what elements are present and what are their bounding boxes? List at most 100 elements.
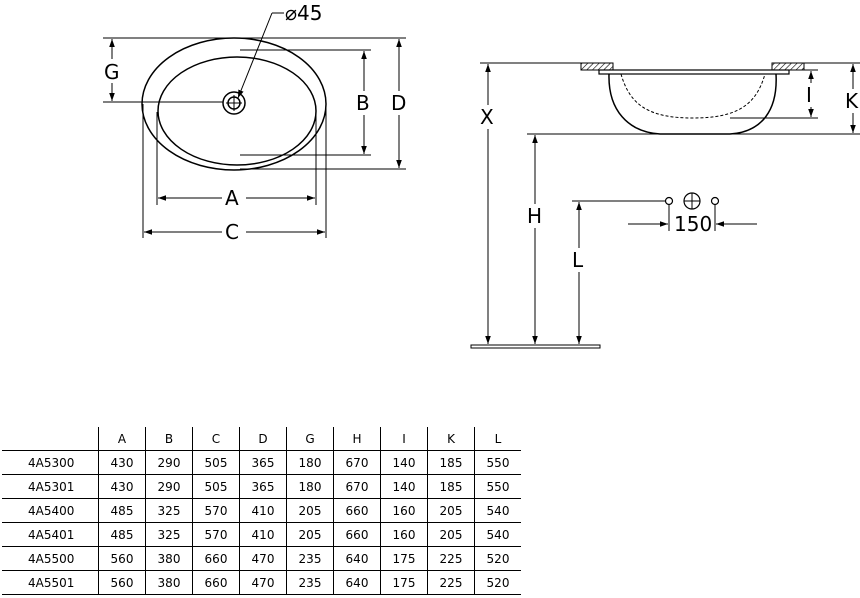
countertop-left xyxy=(580,62,614,71)
table-cell: 670 xyxy=(333,474,381,499)
table-cell: 505 xyxy=(192,450,240,475)
column-header-h: H xyxy=(333,427,381,451)
column-header-model xyxy=(2,427,99,451)
table-cell: 225 xyxy=(427,546,475,571)
spacing-label-bg xyxy=(672,212,712,236)
l-label: L xyxy=(572,248,584,272)
table-cell: 160 xyxy=(380,522,428,547)
table-cell: 485 xyxy=(98,522,146,547)
column-header-l: L xyxy=(474,427,521,451)
h-label-bg xyxy=(525,204,545,228)
table-cell: 520 xyxy=(474,570,521,595)
table-cell: 365 xyxy=(239,474,287,499)
l-label-bg xyxy=(569,248,589,272)
table-cell: 550 xyxy=(474,450,521,475)
technical-drawing: ⌀45 G B D A C xyxy=(102,1,860,349)
table-cell: 380 xyxy=(145,570,193,595)
side-view-labels: X H L I K 150 xyxy=(478,83,860,272)
table-row: 4A5401 485 325 570 410 205 660 160 205 5… xyxy=(2,522,521,547)
floor-line xyxy=(470,344,601,349)
table-cell: 430 xyxy=(98,450,146,475)
spacing-label: 150 xyxy=(674,212,712,236)
countertop-right xyxy=(771,62,805,71)
table-cell: 180 xyxy=(286,450,334,475)
table-row: 4A5400 485 325 570 410 205 660 160 205 5… xyxy=(2,498,521,523)
k-label-bg xyxy=(843,89,860,113)
model-cell: 4A5301 xyxy=(2,474,99,499)
top-view xyxy=(141,37,327,171)
column-header-a: A xyxy=(98,427,146,451)
i-label-bg xyxy=(802,83,820,107)
table-cell: 325 xyxy=(145,498,193,523)
table-cell: 205 xyxy=(427,522,475,547)
table-cell: 380 xyxy=(145,546,193,571)
d-label: D xyxy=(391,91,406,115)
c-label: C xyxy=(225,220,239,244)
table-cell: 410 xyxy=(239,498,287,523)
table-cell: 325 xyxy=(145,522,193,547)
table-cell: 160 xyxy=(380,498,428,523)
column-header-k: K xyxy=(427,427,475,451)
side-view xyxy=(470,62,805,349)
table-cell: 365 xyxy=(239,450,287,475)
table-cell: 540 xyxy=(474,498,521,523)
table-cell: 410 xyxy=(239,522,287,547)
table-cell: 205 xyxy=(286,498,334,523)
basin-bowl-hidden xyxy=(620,73,766,119)
column-header-b: B xyxy=(145,427,193,451)
diameter-label: ⌀45 xyxy=(285,1,323,25)
model-cell: 4A5401 xyxy=(2,522,99,547)
g-label-bg xyxy=(102,59,122,83)
h-label: H xyxy=(527,204,542,228)
table-header-row: A B C D G H I K L xyxy=(2,427,521,451)
c-label-bg xyxy=(222,220,246,244)
b-label-bg xyxy=(354,91,374,115)
table-cell: 430 xyxy=(98,474,146,499)
table-row: 4A5301 430 290 505 365 180 670 140 185 5… xyxy=(2,474,521,499)
b-label: B xyxy=(356,91,370,115)
basin-inner-bowl xyxy=(157,56,317,166)
table-cell: 175 xyxy=(380,546,428,571)
table-cell: 550 xyxy=(474,474,521,499)
model-cell: 4A5400 xyxy=(2,498,99,523)
table-cell: 640 xyxy=(333,546,381,571)
table-cell: 570 xyxy=(192,522,240,547)
table-cell: 290 xyxy=(145,474,193,499)
diameter-leader xyxy=(237,12,273,99)
model-cell: 4A5500 xyxy=(2,546,99,571)
i-label: I xyxy=(806,83,812,107)
tap-hole-right-icon xyxy=(710,196,720,206)
table-cell: 560 xyxy=(98,546,146,571)
table-cell: 205 xyxy=(427,498,475,523)
table-cell: 540 xyxy=(474,522,521,547)
a-label-bg xyxy=(222,186,246,210)
table-cell: 560 xyxy=(98,570,146,595)
x-label: X xyxy=(480,105,494,129)
dimension-table: A B C D G H I K L 4A5300 430 290 505 365… xyxy=(2,427,521,595)
k-label: K xyxy=(845,89,859,113)
table-cell: 470 xyxy=(239,546,287,571)
table-cell: 235 xyxy=(286,570,334,595)
table-row: 4A5501 560 380 660 470 235 640 175 225 5… xyxy=(2,570,521,595)
table-cell: 140 xyxy=(380,450,428,475)
top-view-dimensions xyxy=(103,12,406,238)
table-cell: 660 xyxy=(192,546,240,571)
basin-rim xyxy=(598,69,790,75)
table-cell: 660 xyxy=(333,498,381,523)
table-cell: 485 xyxy=(98,498,146,523)
column-header-i: I xyxy=(380,427,428,451)
table-cell: 470 xyxy=(239,570,287,595)
basin-bowl xyxy=(608,73,777,135)
table-cell: 640 xyxy=(333,570,381,595)
table-cell: 520 xyxy=(474,546,521,571)
table-row: 4A5500 560 380 660 470 235 640 175 225 5… xyxy=(2,546,521,571)
drain-icon xyxy=(222,91,246,115)
table-cell: 570 xyxy=(192,498,240,523)
table-cell: 205 xyxy=(286,522,334,547)
table-cell: 660 xyxy=(192,570,240,595)
model-cell: 4A5501 xyxy=(2,570,99,595)
table-row: 4A5300 430 290 505 365 180 670 140 185 5… xyxy=(2,450,521,475)
table-cell: 670 xyxy=(333,450,381,475)
tap-hole-left-icon xyxy=(664,196,674,206)
d-label-bg xyxy=(389,91,409,115)
